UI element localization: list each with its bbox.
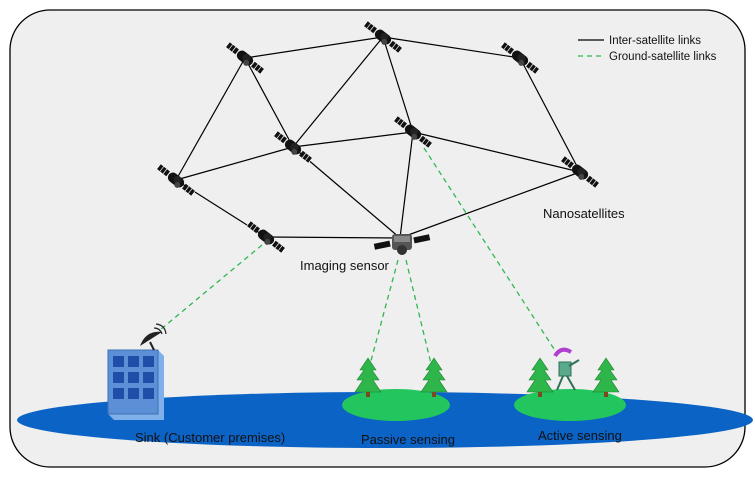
link-segment [292,146,401,239]
active-sensing-label: Active sensing [538,428,622,443]
background-panel [9,9,746,468]
satellite-dish-icon [140,323,167,351]
imaging-sensor-label: Imaging sensor [300,258,390,273]
link-segment [292,131,414,148]
nanosatellites-label: Nanosatellites [543,206,625,221]
legend-ground-satellite: Ground-satellite links [609,51,717,63]
building-icon [107,349,164,420]
link-segment [519,57,581,173]
link-segment [423,147,557,353]
link-segment [175,57,246,181]
legend-inter-satellite: Inter-satellite links [609,35,701,47]
link-segment [399,131,414,239]
link-segment [159,244,263,331]
sink-label: Sink (Customer premises) [135,430,285,445]
link-segment [399,171,581,239]
link-segment [382,36,414,133]
legend: Inter-satellite links Ground-satellite l… [578,35,717,63]
link-segment [175,146,294,181]
passive-sensing-label: Passive sensing [361,432,455,447]
active-sensor-icon [553,347,580,391]
link-segment [412,131,581,173]
link-segment [292,36,384,148]
imaging-satellite-icon [373,234,431,255]
link-segment [405,259,434,373]
link-segment [265,236,401,239]
ground-satellite-links [159,147,557,373]
link-segment [367,259,399,373]
link-segment [244,57,294,148]
link-segment [244,36,384,59]
active-sensing-field [514,389,626,421]
link-segment [382,36,521,59]
